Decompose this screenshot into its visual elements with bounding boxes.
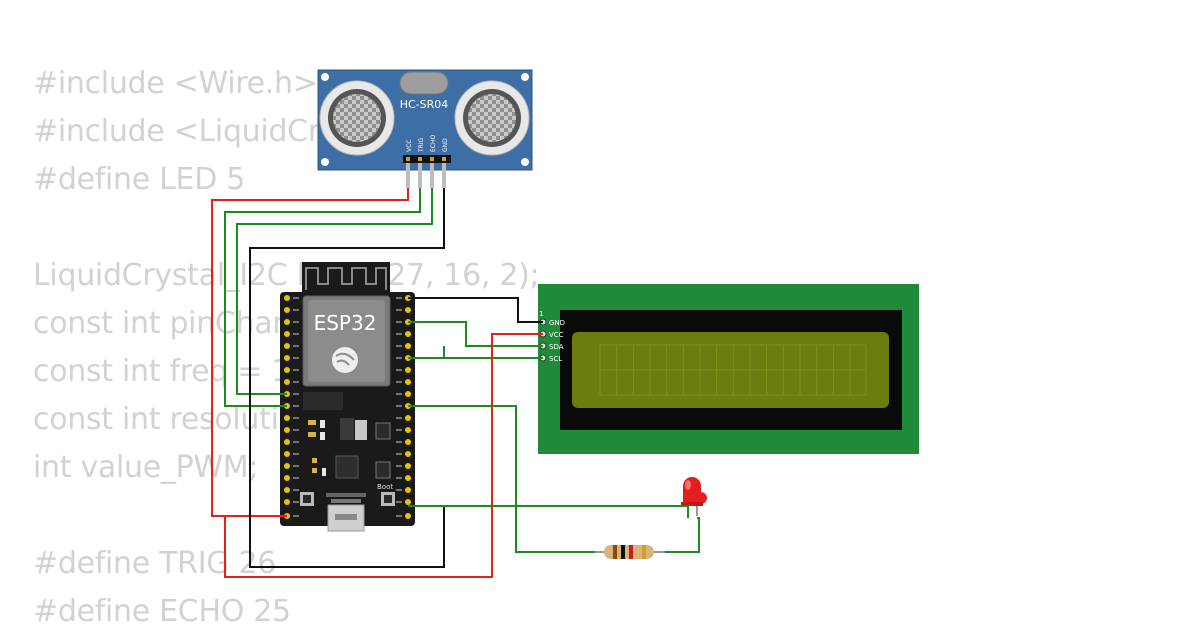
code-line: #define TRIG 26 xyxy=(33,546,277,581)
boot-button[interactable] xyxy=(381,492,395,506)
lcd-display[interactable]: 1 GND VCC SDA SCL xyxy=(538,284,919,454)
code-line: #define LED 5 xyxy=(33,162,246,197)
red-led[interactable] xyxy=(681,477,707,518)
wires xyxy=(211,188,700,578)
lcd-char-grid xyxy=(599,344,867,396)
lcd-pin-gnd-label: GND xyxy=(549,319,565,327)
boot-label: Boot xyxy=(377,483,393,491)
wire-red-vcc xyxy=(211,188,409,517)
sensor-pin-vcc-label: VCC xyxy=(406,140,413,152)
hc-sr04-sensor[interactable]: HC-SR04 VCC TRIG ECHO GND xyxy=(317,69,533,188)
wire-green-trig xyxy=(224,188,421,407)
en-button[interactable] xyxy=(300,492,314,506)
code-line: #define ECHO 25 xyxy=(33,594,291,629)
wire-red-lcd-vcc xyxy=(224,333,543,578)
sensor-label: HC-SR04 xyxy=(400,98,449,111)
wire-green-led-gnd xyxy=(408,505,689,518)
espressif-logo-icon xyxy=(332,347,358,373)
sensor-pin-gnd-label: GND xyxy=(442,138,449,152)
transducer-left xyxy=(319,80,395,156)
resistor[interactable] xyxy=(595,545,665,559)
lcd-pin-one-label: 1 xyxy=(539,310,543,318)
wire-green-led xyxy=(408,405,595,553)
lcd-pin-vcc-label: VCC xyxy=(549,331,564,339)
wire-green-res-led xyxy=(665,517,700,553)
usb-port xyxy=(327,504,365,532)
wire-black-lcd-gnd xyxy=(408,297,543,323)
code-line: #include <Wire.h> xyxy=(33,66,318,101)
board-label: ESP32 xyxy=(314,311,377,335)
sensor-pin-trig-label: TRIG xyxy=(418,137,425,153)
lcd-pin-sda-label: SDA xyxy=(549,343,564,351)
wire-green-echo xyxy=(236,188,433,395)
transducer-right xyxy=(454,80,530,156)
code-line: int value_PWM; xyxy=(33,450,259,485)
sensor-pin-echo-label: ECHO xyxy=(430,135,437,152)
lcd-pin-scl-label: SCL xyxy=(549,355,562,363)
wire-green-sda xyxy=(408,321,543,347)
esp32-board[interactable]: ESP32 xyxy=(280,262,415,532)
